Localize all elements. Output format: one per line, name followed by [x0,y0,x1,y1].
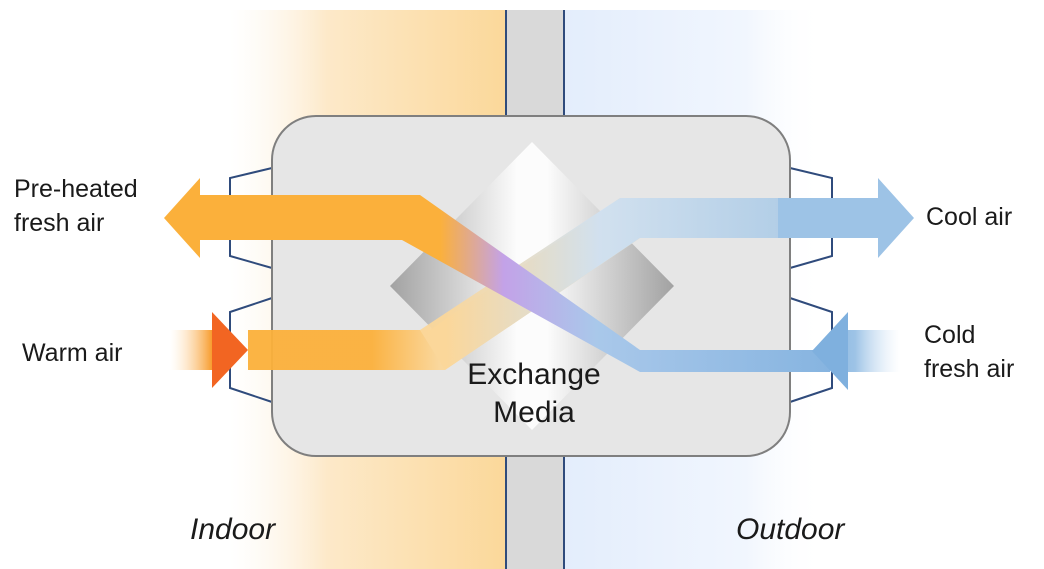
preheated-fresh-air-label: Pre-heated fresh air [14,172,138,240]
preheated-line-2: fresh air [14,209,105,237]
media-line-1: Exchange [467,358,601,391]
preheated-air-arrowhead [164,178,200,258]
cold-line-2: fresh air [924,355,1015,383]
exchange-media-label: Exchange Media [434,356,634,432]
cool-air-arrow [778,178,914,258]
preheated-line-1: Pre-heated [14,175,138,203]
warm-air-label: Warm air [22,339,123,367]
media-line-2: Media [493,396,575,429]
cool-air-label: Cool air [926,203,1013,231]
outdoor-label: Outdoor [736,513,845,546]
cold-air-arrowhead [812,312,848,390]
fresh-air-path [200,195,830,372]
cold-line-1: Cold [924,321,976,349]
warm-air-arrowhead [212,312,248,388]
indoor-label: Indoor [190,513,276,546]
cold-fresh-air-label: Cold fresh air [924,318,1014,386]
